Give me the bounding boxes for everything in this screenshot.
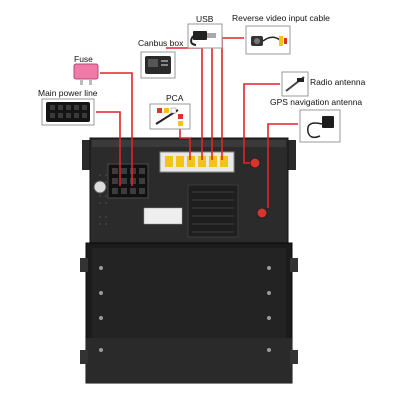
leader-line-radio — [243, 83, 280, 164]
main-power-connector-icon — [41, 98, 95, 126]
unit-port-gps — [256, 207, 268, 219]
label-usb: USB — [196, 14, 214, 24]
fuse-icon — [73, 63, 99, 85]
label-main-power-line: Main power line — [38, 88, 98, 98]
label-reverse-video: Reverse video input cable — [232, 13, 330, 23]
label-gps-antenna: GPS navigation antenna — [270, 97, 363, 107]
leader-line-gps — [267, 123, 298, 208]
leader-line-main-power — [96, 111, 121, 186]
leader-line-fuse — [100, 72, 133, 186]
leader-line-pca — [179, 128, 191, 160]
label-radio-antenna: Radio antenna — [310, 77, 366, 87]
radio-antenna-icon — [281, 71, 309, 97]
label-canbus-box: Canbus box — [138, 38, 184, 48]
reverse-camera-cable-icon — [245, 25, 291, 55]
gps-antenna-icon — [299, 109, 341, 143]
unit-connector-power — [107, 163, 149, 199]
unit-connector-pca — [159, 151, 235, 173]
pca-cable-icon — [149, 103, 191, 130]
canbus-box-icon — [140, 51, 176, 79]
usb-cable-icon — [187, 23, 223, 49]
label-pca: PCA — [166, 93, 184, 103]
unit-port-radio — [249, 157, 261, 169]
label-fuse: Fuse — [74, 54, 93, 64]
